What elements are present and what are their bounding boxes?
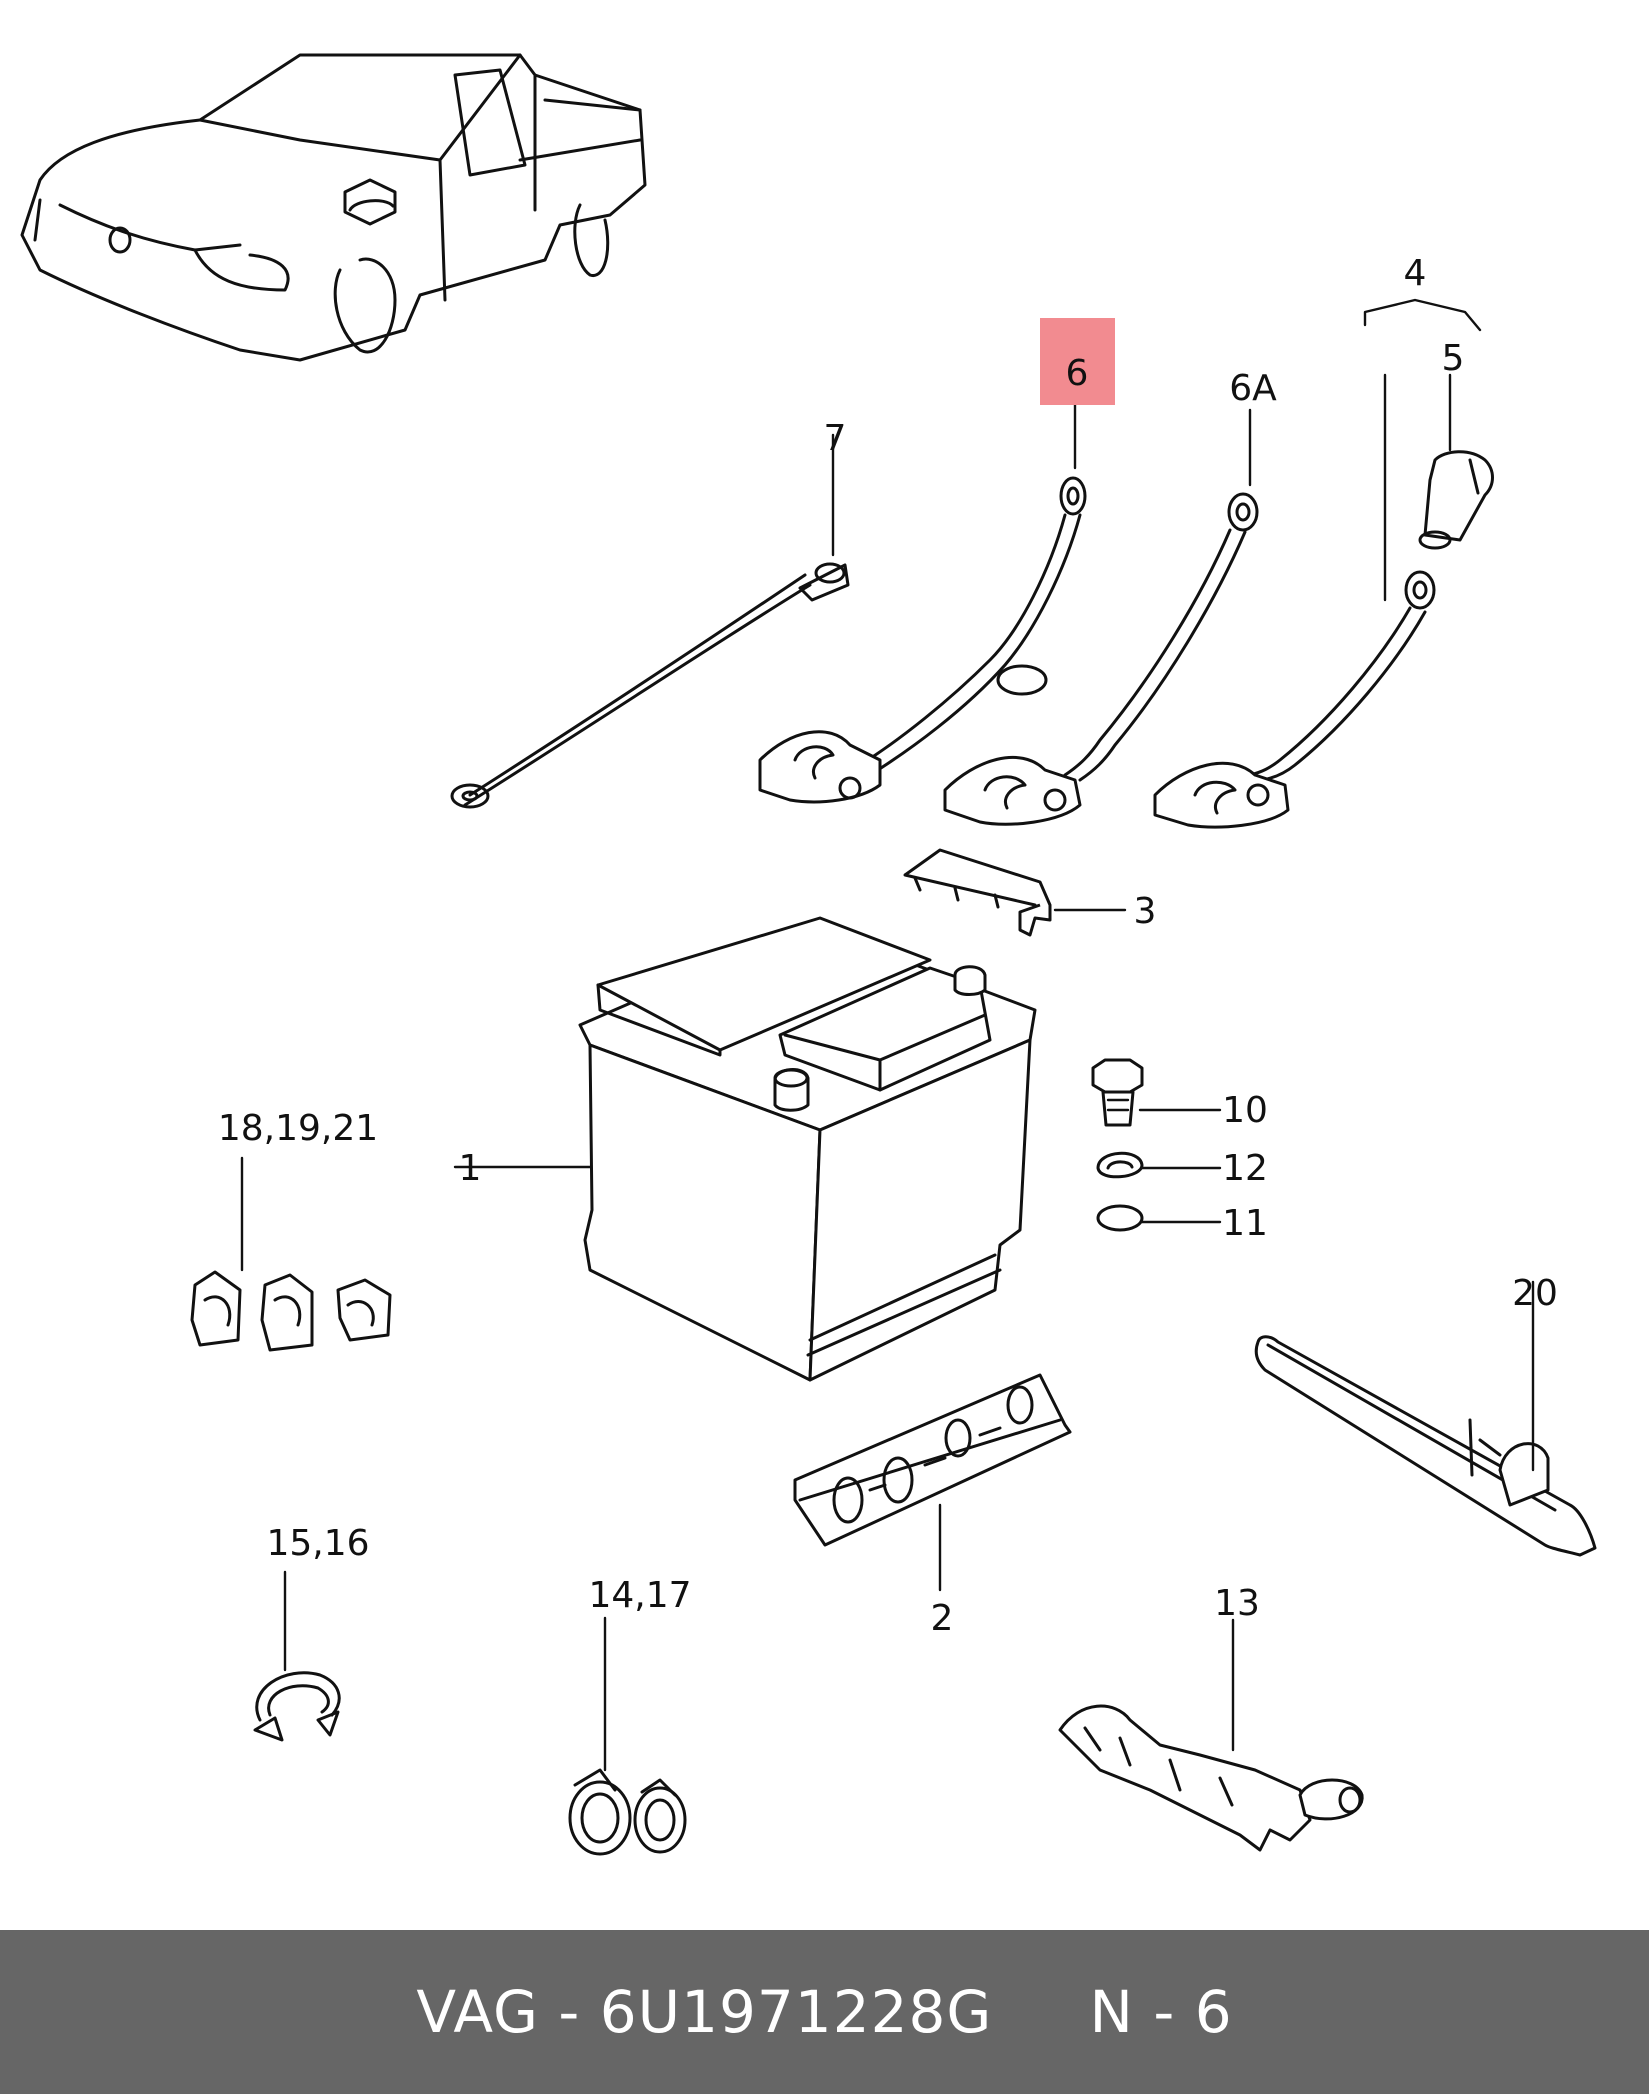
parts-diagram: 6 6A 4 5 7 3 1 10 12 11 18,19,21 20 2 15… (20, 53, 1597, 1856)
callout-10: 10 (1222, 1090, 1268, 1131)
callout-7: 7 (824, 418, 847, 459)
battery-1 (453, 916, 1037, 1382)
callout-4: 4 (1404, 253, 1427, 294)
clamps-14-17 (568, 1616, 687, 1856)
clip-15-16 (253, 1570, 341, 1742)
battery-cable-6 (758, 398, 1087, 804)
callout-18-19-21: 18,19,21 (218, 1108, 378, 1149)
callout-5: 5 (1442, 338, 1465, 379)
callout-15-16: 15,16 (266, 1523, 369, 1564)
callout-2: 2 (931, 1598, 954, 1639)
cable-holder-13 (1058, 1618, 1364, 1852)
terminal-cap-5 (1418, 373, 1494, 550)
grommet-11 (1096, 1204, 1222, 1232)
part-number-label: VAG - 6U1971228G N - 6 (416, 1978, 1233, 2046)
terminal-cover-3 (903, 848, 1127, 937)
bolt-10 (1091, 1058, 1222, 1127)
ground-cable-7 (450, 433, 850, 809)
battery-cable-6a (943, 408, 1259, 826)
clips-18-19-21 (190, 1156, 392, 1352)
vehicle-illustration (20, 53, 647, 362)
battery-tray-2 (793, 1373, 1072, 1592)
callout-3: 3 (1134, 891, 1157, 932)
callout-6: 6 (1066, 353, 1089, 394)
hold-down-strap-20 (1254, 1280, 1597, 1557)
callout-6a: 6A (1229, 368, 1277, 409)
footer-bar: VAG - 6U1971228G N - 6 (0, 1930, 1649, 2094)
callout-1: 1 (459, 1148, 482, 1189)
callout-12: 12 (1222, 1148, 1268, 1189)
callout-13: 13 (1214, 1583, 1260, 1624)
callout-11: 11 (1222, 1203, 1268, 1244)
callout-14-17: 14,17 (588, 1575, 691, 1616)
callout-20: 20 (1512, 1273, 1558, 1314)
washer-12 (1096, 1151, 1222, 1179)
highlight-marker (1040, 318, 1115, 405)
battery-cable-4 (1153, 298, 1482, 829)
